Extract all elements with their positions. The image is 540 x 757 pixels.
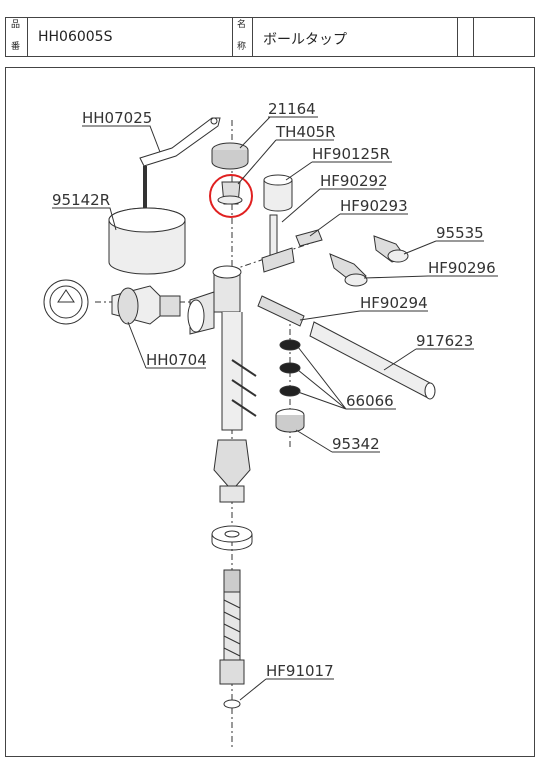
part-label-21164: 21164 [268, 100, 316, 118]
part-number-label-top: 品 [11, 20, 21, 30]
part-label-hh0704: HH0704 [146, 351, 207, 369]
part-number-label-cell: 品 番 [6, 18, 28, 56]
part-label-hf90292: HF90292 [320, 172, 388, 190]
part-label-66066: 66066 [346, 392, 394, 410]
title-block: 品 番 HH06005S 名 称 ボールタップ [5, 17, 535, 57]
blank-cell-1 [458, 18, 474, 56]
part-label-95142r: 95142R [52, 191, 110, 209]
part-label-hf90296: HF90296 [428, 259, 496, 277]
part-label-95535: 95535 [436, 224, 484, 242]
part-label-hf91017: HF91017 [266, 662, 334, 680]
float-arm-shape [139, 117, 221, 167]
name-label-cell: 名 称 [233, 18, 253, 56]
part-number: HH06005S [38, 29, 113, 45]
part-number-cell: HH06005S [28, 18, 233, 56]
part-label-hf90293: HF90293 [340, 197, 408, 215]
part-label-hh07025: HH07025 [82, 109, 152, 127]
name-label-bottom: 称 [237, 42, 247, 52]
part-number-label-bottom: 番 [11, 42, 21, 52]
part-label-hf90294: HF90294 [360, 294, 428, 312]
part-label-hf90125r: HF90125R [312, 145, 390, 163]
name-cell: ボールタップ [253, 18, 458, 56]
highlight-circle [209, 174, 253, 218]
part-label-917623: 917623 [416, 332, 473, 350]
part-label-th405r: TH405R [275, 123, 336, 141]
name-label-top: 名 [237, 20, 247, 30]
part-label-95342: 95342 [332, 435, 380, 453]
product-name: ボールタップ [263, 32, 347, 48]
